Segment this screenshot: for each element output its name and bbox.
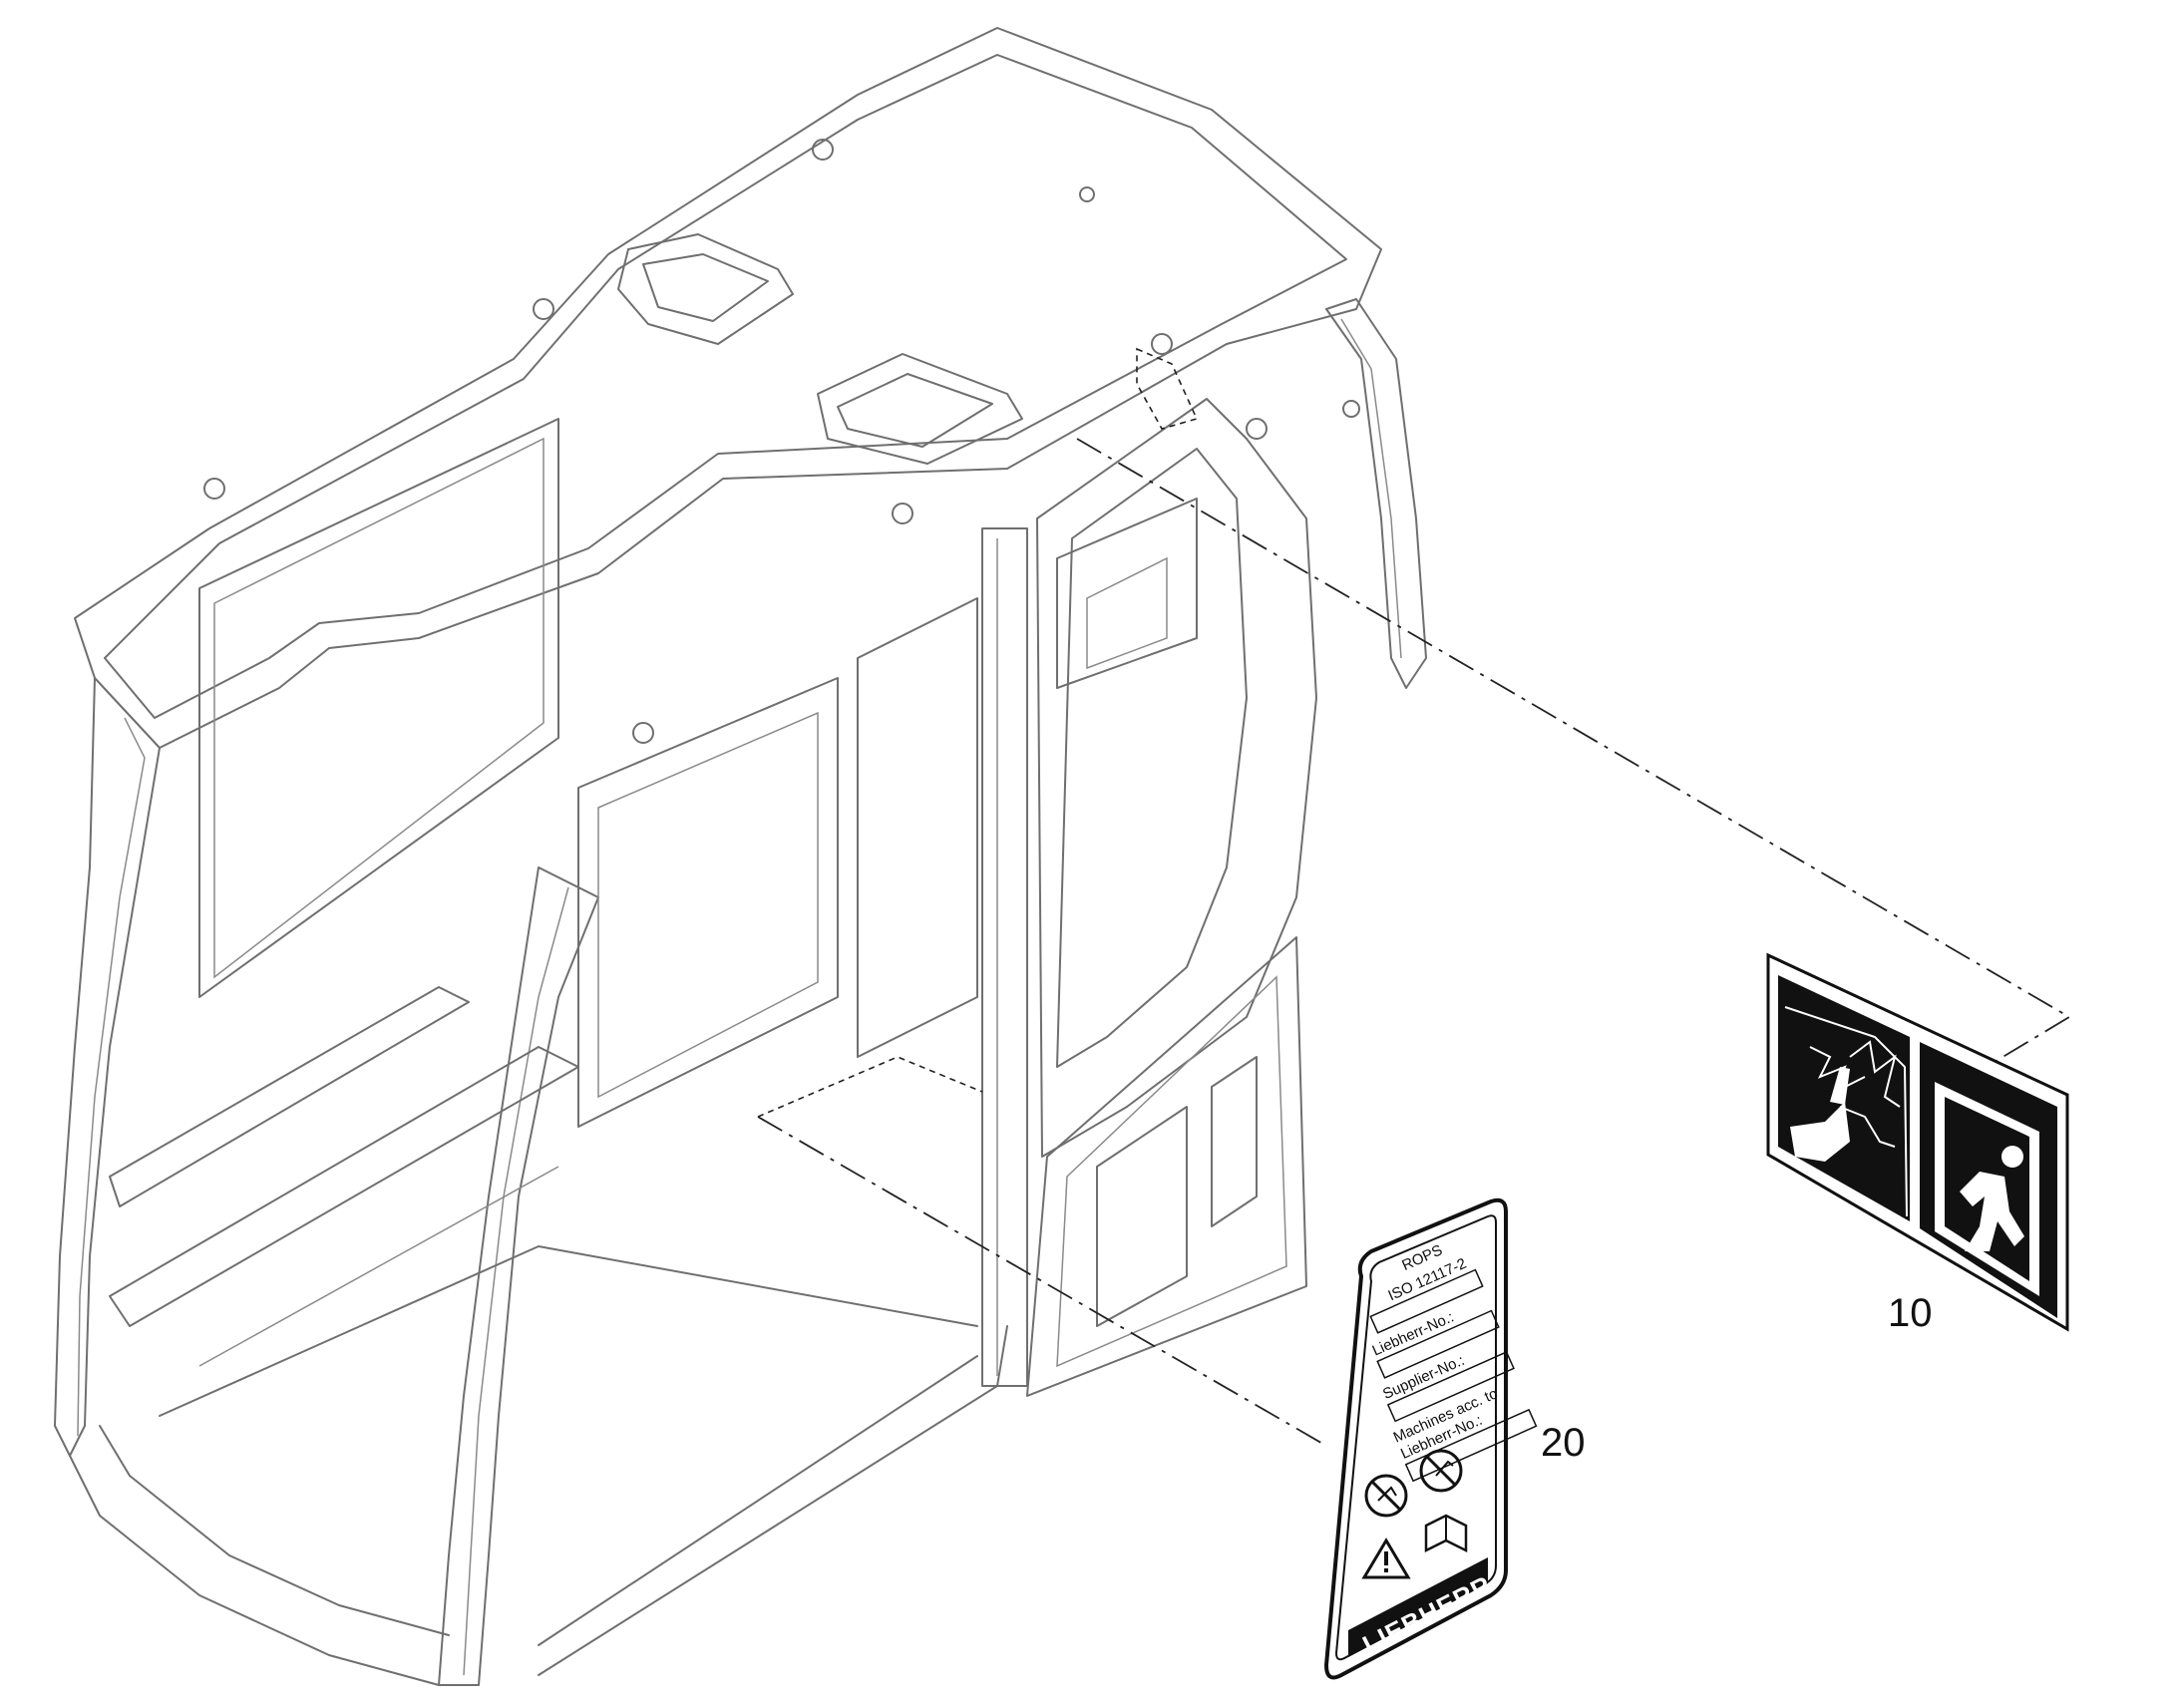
no-welding-icon	[1364, 1474, 1408, 1518]
hammer-glass-break-icon	[1784, 1006, 1908, 1217]
callout-20: 20	[1541, 1421, 1586, 1465]
rops-plate: ROPS ISO 12117-2 Liebherr-No.: Supplier-…	[1323, 1197, 1586, 1680]
decal-mount-area	[1136, 347, 1199, 430]
callout-10: 10	[1888, 1291, 1933, 1335]
operator-cab-frame	[54, 27, 1427, 1686]
plate-mount-area	[757, 1056, 983, 1118]
read-manual-icon	[1424, 1514, 1468, 1553]
no-drilling-icon	[1419, 1449, 1463, 1493]
warning-triangle-icon	[1361, 1537, 1411, 1579]
emergency-exit-runner-icon	[1935, 1082, 2039, 1296]
leader-line-20	[757, 1116, 1327, 1447]
emergency-exit-decal: 10	[1766, 952, 2069, 1335]
leader-line-10	[1076, 438, 2071, 1063]
